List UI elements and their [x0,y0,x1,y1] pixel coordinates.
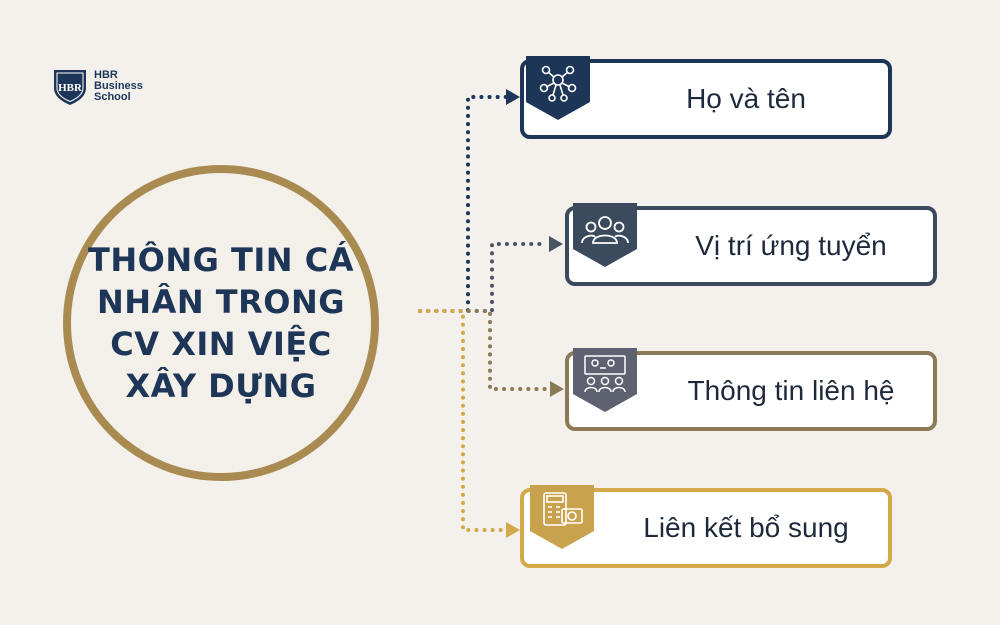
connector-ho-va-ten [418,95,510,313]
connector-lien-ket [418,309,510,532]
arrowhead-3 [550,381,564,397]
brand-name-line1: HBR [94,68,118,81]
network-people-icon [526,56,590,120]
arrowhead-4 [506,522,520,538]
card-label-vi-tri-ung-tuyen: Vị trí ứng tuyển [695,230,887,261]
center-circle: THÔNG TIN CÁ NHÂN TRONG CV XIN VIỆC XÂY … [63,165,379,481]
calculator-money-icon [530,485,594,549]
connector-vi-tri [418,242,547,313]
brand-logo: HBR HBR Business School [50,66,143,106]
arrowhead-1 [506,89,520,105]
arrowhead-2 [549,236,563,252]
brand-name: HBR Business School [94,68,143,103]
card-label-ho-va-ten: Họ và tên [686,83,806,114]
team-icon [573,203,637,267]
card-label-lien-ket-bo-sung: Liên kết bổ sung [643,512,849,543]
brand-name-line2: Business [94,79,143,92]
card-lien-ket-bo-sung: Liên kết bổ sung [520,488,892,568]
center-title: THÔNG TIN CÁ NHÂN TRONG CV XIN VIỆC XÂY … [88,241,354,405]
shield-icon: HBR [54,70,86,105]
card-label-thong-tin-lien-he: Thông tin liên hệ [687,375,895,406]
meeting-icon [573,348,637,412]
brand-name-line3: School [94,90,131,103]
connector-lien-he [418,309,550,391]
svg-text:HBR: HBR [58,82,83,94]
